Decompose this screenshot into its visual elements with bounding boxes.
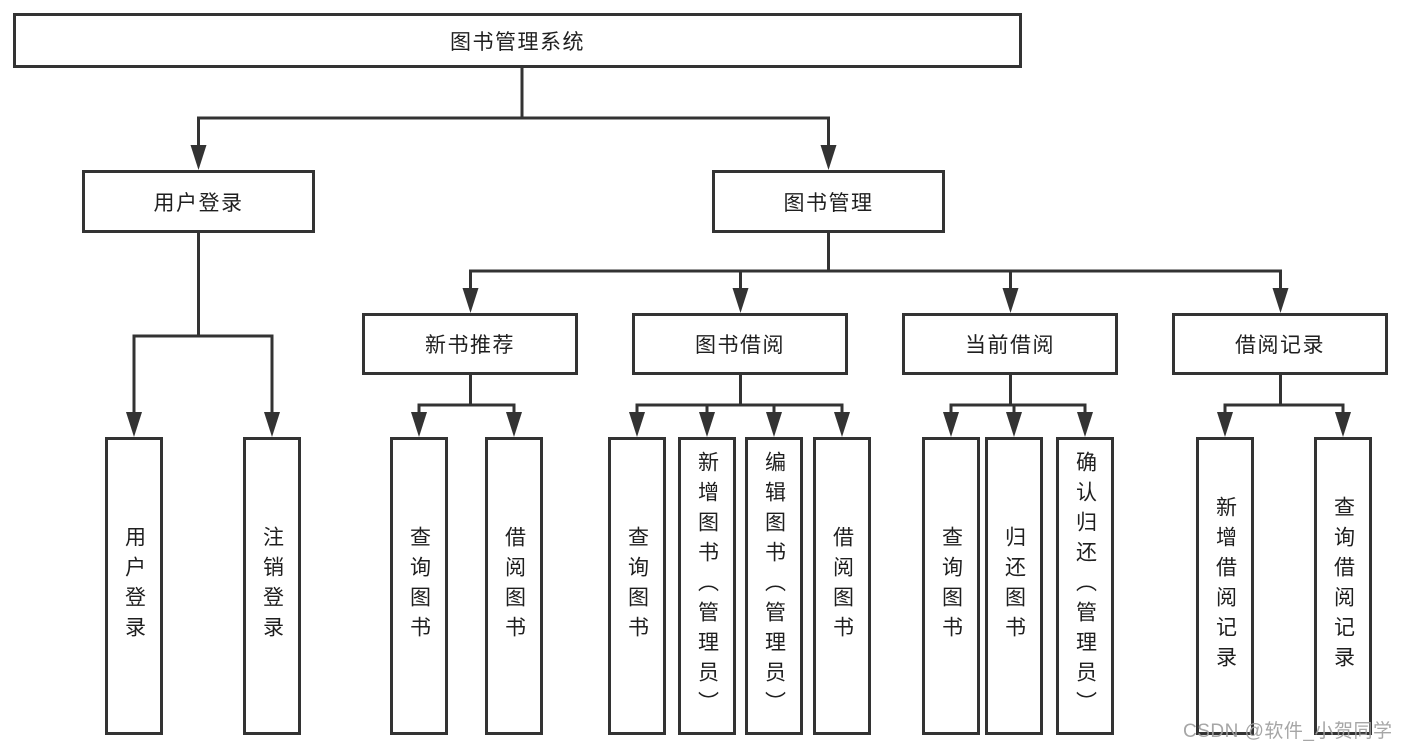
arrow-down-icon xyxy=(834,412,850,437)
node-label: 当前借阅 xyxy=(965,334,1055,357)
connector-new-book-to-leaves xyxy=(417,373,516,414)
node-borrow-records: 借阅记录 xyxy=(1172,313,1388,375)
connector-book-borrow-to-leaves xyxy=(635,373,844,414)
leaf-logout: 注销登录 xyxy=(243,437,301,735)
arrow-down-icon xyxy=(462,288,479,313)
arrow-down-icon xyxy=(1002,288,1019,313)
arrow-down-icon xyxy=(943,412,959,437)
node-label: 借阅图书 xyxy=(830,526,854,646)
arrow-down-icon xyxy=(506,412,522,437)
arrow-down-icon xyxy=(264,412,280,437)
leaf-borrow-edit-books-admin: 编辑图书（管理员） xyxy=(745,437,803,735)
leaf-newrec-borrow-books: 借阅图书 xyxy=(485,437,543,735)
arrow-down-icon xyxy=(1077,412,1093,437)
leaf-borrow-query-books: 查询图书 xyxy=(608,437,666,735)
arrow-down-icon xyxy=(1272,288,1289,313)
leaf-user-login: 用户登录 xyxy=(105,437,163,735)
connector-lines xyxy=(132,68,1345,414)
node-label: 注销登录 xyxy=(260,526,284,646)
node-label: 查询借阅记录 xyxy=(1331,496,1355,676)
node-label: 查询图书 xyxy=(625,526,649,646)
node-root-system: 图书管理系统 xyxy=(13,13,1022,68)
arrow-down-icon xyxy=(820,145,837,170)
node-label: 新书推荐 xyxy=(425,334,515,357)
node-label: 用户登录 xyxy=(153,191,244,215)
connector-root-to-level2 xyxy=(197,68,830,147)
leaf-borrow-add-books-admin: 新增图书（管理员） xyxy=(678,437,736,735)
arrow-down-icon xyxy=(1217,412,1233,437)
arrow-down-icon xyxy=(699,412,715,437)
node-label: 编辑图书（管理员） xyxy=(762,451,786,721)
node-label: 新增借阅记录 xyxy=(1213,496,1237,676)
node-label: 图书管理 xyxy=(783,191,874,215)
leaf-current-return-books: 归还图书 xyxy=(985,437,1043,735)
connector-borrow-records-to-leaves xyxy=(1223,373,1345,414)
arrow-down-icon xyxy=(1006,412,1022,437)
connector-current-borrow-to-leaves xyxy=(949,373,1087,414)
node-label: 借阅记录 xyxy=(1235,334,1325,357)
node-label: 图书借阅 xyxy=(695,334,785,357)
node-book-management: 图书管理 xyxy=(712,170,945,233)
arrow-down-icon xyxy=(732,288,749,313)
leaf-newrec-query-books: 查询图书 xyxy=(390,437,448,735)
node-book-borrow: 图书借阅 xyxy=(632,313,848,375)
connector-book-mgmt-to-level3 xyxy=(469,233,1282,290)
leaf-records-query-record: 查询借阅记录 xyxy=(1314,437,1372,735)
node-user-login: 用户登录 xyxy=(82,170,315,233)
arrow-down-icon xyxy=(629,412,645,437)
leaf-records-add-record: 新增借阅记录 xyxy=(1196,437,1254,735)
leaf-current-confirm-return-admin: 确认归还（管理员） xyxy=(1056,437,1114,735)
node-label: 确认归还（管理员） xyxy=(1073,451,1097,721)
node-label: 查询图书 xyxy=(939,526,963,646)
node-label: 新增图书（管理员） xyxy=(695,451,719,721)
leaf-current-query-books: 查询图书 xyxy=(922,437,980,735)
arrow-down-icon xyxy=(126,412,142,437)
node-label: 用户登录 xyxy=(122,526,146,646)
connector-user-login-to-leaves xyxy=(132,233,274,414)
watermark-text: CSDN @软件_小贺同学 xyxy=(1183,721,1393,742)
node-current-borrow: 当前借阅 xyxy=(902,313,1118,375)
node-label: 归还图书 xyxy=(1002,526,1026,646)
node-label: 图书管理系统 xyxy=(450,30,585,54)
node-new-book-recommend: 新书推荐 xyxy=(362,313,578,375)
arrow-down-icon xyxy=(766,412,782,437)
arrow-down-icon xyxy=(190,145,207,170)
arrow-down-icon xyxy=(1335,412,1351,437)
arrowheads xyxy=(126,145,1351,437)
arrow-down-icon xyxy=(411,412,427,437)
leaf-borrow-borrow-books: 借阅图书 xyxy=(813,437,871,735)
node-label: 查询图书 xyxy=(407,526,431,646)
node-label: 借阅图书 xyxy=(502,526,526,646)
